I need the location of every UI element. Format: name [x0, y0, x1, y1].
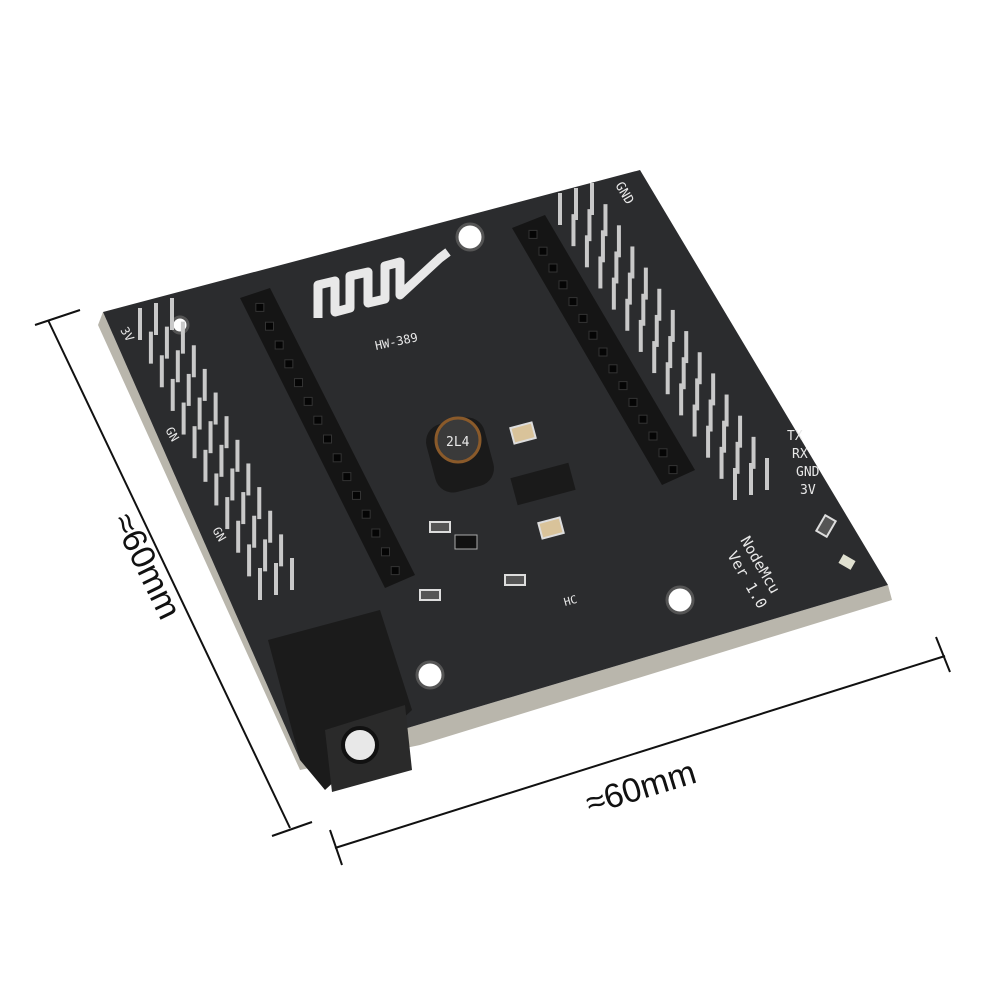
diode — [510, 462, 576, 506]
male-header-pins — [138, 183, 769, 600]
socket-hole — [332, 453, 342, 463]
socket-hole — [390, 566, 400, 576]
socket-hole — [598, 347, 608, 357]
socket-hole — [265, 321, 274, 331]
resistor-3 — [419, 589, 441, 601]
socket-hole — [361, 509, 371, 519]
inductor-marking: 2L4 — [446, 435, 470, 450]
socket-hole — [638, 414, 648, 424]
socket-hole — [538, 246, 548, 256]
dc-jack-socket — [341, 726, 379, 764]
pin-label-gnd: GND — [796, 465, 820, 480]
pin-label-tx: TX — [787, 429, 803, 444]
socket-hole — [352, 490, 361, 500]
capacitor-1 — [509, 421, 537, 445]
pin-label-3v: 3V — [800, 483, 816, 498]
socket-hole — [568, 297, 578, 307]
side-pin-label-3v: 3V — [117, 325, 136, 345]
dc-jack-body — [268, 610, 412, 790]
socket-hole — [548, 263, 558, 273]
socket-hole — [371, 528, 381, 538]
socket-hole — [313, 415, 323, 425]
regulator-chip — [454, 534, 478, 550]
socket-hole — [294, 378, 303, 388]
socket-hole — [274, 340, 284, 350]
socket-hole — [284, 359, 294, 369]
socket-hole — [342, 472, 352, 482]
socket-hole — [588, 330, 598, 340]
socket-hole — [528, 229, 538, 239]
socket-hole — [558, 280, 568, 290]
socket-hole — [255, 302, 265, 312]
capacitor-2 — [537, 516, 565, 540]
socket-hole — [628, 397, 638, 407]
socket-hole — [648, 431, 658, 441]
resistor-2 — [504, 574, 526, 586]
pin-label-rx: RX — [792, 447, 808, 462]
pcb-board — [103, 170, 888, 760]
resistor-4 — [814, 513, 838, 539]
led — [838, 554, 856, 570]
side-pin-label-gn-2: GN — [209, 525, 228, 545]
dimension-width — [329, 636, 951, 866]
resistor-1 — [429, 521, 451, 533]
hc-label: HC — [562, 593, 578, 609]
socket-hole — [608, 364, 618, 374]
socket-hole — [668, 465, 678, 475]
socket-hole — [578, 313, 588, 323]
pcb-edge — [98, 312, 892, 770]
socket-hole — [381, 547, 390, 557]
socket-hole — [323, 434, 332, 444]
side-pin-label-gn-1: GN — [162, 425, 181, 445]
inductor-coil — [434, 416, 482, 464]
socket-hole — [658, 448, 668, 458]
socket-holes — [255, 229, 678, 576]
socket-hole — [303, 396, 313, 406]
dimension-height — [34, 309, 313, 837]
width-dimension-label: ≈60mm — [581, 753, 700, 822]
height-dimension-label: ≈60mm — [105, 507, 189, 625]
wifi-antenna-logo — [313, 248, 451, 318]
socket-hole — [618, 381, 628, 391]
